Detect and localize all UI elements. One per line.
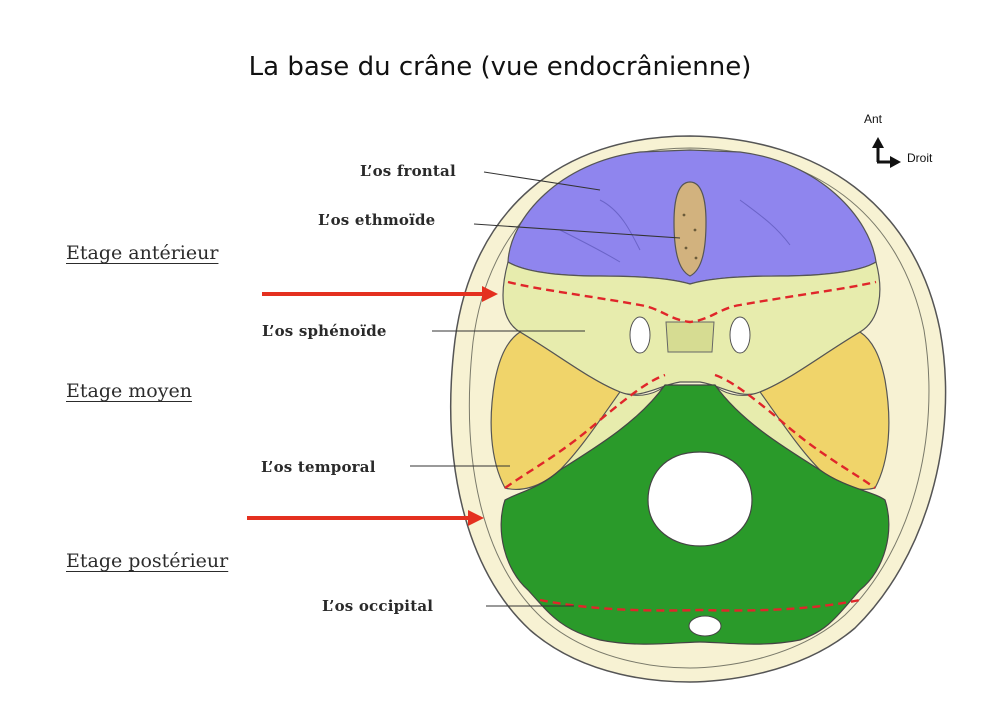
- bone-label-frontal: L’os frontal: [360, 162, 456, 180]
- bone-label-ethmoid: L’os ethmoïde: [318, 211, 436, 229]
- orientation-arrows: [872, 137, 901, 168]
- bone-label-sphenoid: L’os sphénoïde: [262, 322, 387, 340]
- bone-label-temporal: L’os temporal: [261, 458, 376, 476]
- skull-inner-rim: [468, 147, 930, 669]
- bone-label-occipital: L’os occipital: [322, 597, 434, 615]
- foramen-magnum: [647, 451, 753, 547]
- stage-label-middle: Etage moyen: [66, 380, 192, 402]
- stage-label-anterior: Etage antérieur: [66, 242, 219, 264]
- posterior-boundary: [539, 598, 861, 612]
- middle-posterior-boundary: [504, 373, 876, 489]
- orientation-right-label: Droit: [907, 151, 933, 165]
- diagram-title: La base du crâne (vue endocrânienne): [248, 52, 752, 82]
- stage-arrows: [247, 286, 498, 526]
- stage-label-posterior: Etage postérieur: [66, 550, 229, 572]
- anterior-middle-boundary: [507, 280, 877, 324]
- orientation-anterior-label: Ant: [864, 112, 883, 126]
- ethmoid-bone-shape: [673, 181, 707, 277]
